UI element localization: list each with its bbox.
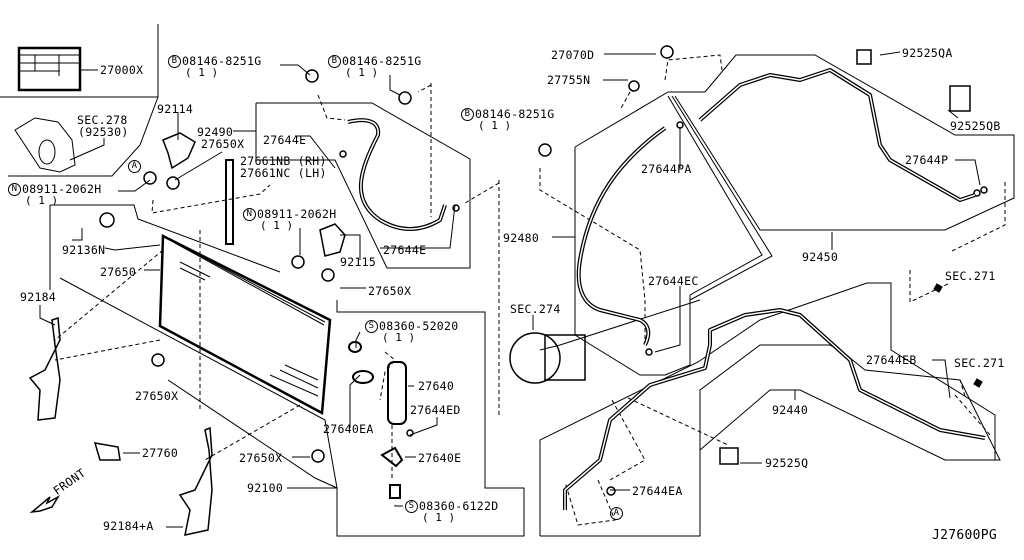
part-label-27640: 27640 (418, 379, 455, 393)
part-label-27644e-2: 27644E (383, 243, 427, 257)
part-number: 08146-8251G (475, 107, 555, 121)
part-number: 08146-8251G (182, 54, 262, 68)
part-receiver-27640 (348, 341, 407, 499)
leader-lines (39, 51, 981, 528)
ref-a-marker: A (128, 160, 142, 173)
section-label-sec271-b: SEC.271 (954, 356, 1005, 370)
part-label-92480: 92480 (503, 231, 540, 245)
part-label-92184: 92184 (20, 290, 57, 304)
bolt-symbol-icon: B (168, 55, 181, 68)
part-label-27644e: 27644E (263, 133, 307, 147)
part-label-27650x: 27650X (201, 137, 245, 151)
section-label-sec271-a: SEC.271 (945, 269, 996, 283)
part-label-27640ea: 27640EA (323, 422, 374, 436)
part-number: 08360-6122D (419, 499, 499, 513)
qty-label: ( 1 ) (25, 194, 59, 207)
qty-label: ( 1 ) (422, 511, 456, 524)
part-label-92525qb: 92525QB (950, 119, 1001, 133)
part-label-27644ea: 27644EA (632, 484, 683, 498)
part-label-27644ec: 27644EC (648, 274, 699, 288)
bolt-symbol-icon: B (328, 55, 341, 68)
part-label-27644ed: 27644ED (410, 403, 461, 417)
part-brackets-92114-92115 (99, 45, 988, 496)
frame-lines (0, 24, 1015, 537)
screw-symbol-icon: S (365, 320, 378, 333)
part-label-27650x-3: 27650X (135, 389, 179, 403)
part-27000x-label-plate (17, 46, 82, 92)
screw-symbol-icon: S (405, 500, 418, 513)
part-label-27650: 27650 (100, 265, 137, 279)
nut-symbol-icon: N (8, 183, 21, 196)
part-label-92450: 92450 (802, 250, 839, 264)
hoses-and-pipes (347, 68, 986, 510)
part-label-27755n: 27755N (547, 73, 591, 87)
part-label-27644p: 27644P (905, 153, 949, 167)
section-label-sec278: SEC.278 (77, 113, 128, 127)
sec271-clips (933, 283, 983, 388)
part-number: 08360-52020 (379, 319, 459, 333)
part-label-27644pa: 27644PA (641, 162, 692, 176)
part-label-92136n: 92136N (62, 243, 106, 257)
qty-label: ( 1 ) (382, 331, 416, 344)
nut-symbol-icon: N (243, 208, 256, 221)
part-label-92440: 92440 (772, 403, 809, 417)
ref-a-symbol-icon: A (128, 160, 141, 173)
part-label-27650x-4: 27650X (239, 451, 283, 465)
part-label-92115: 92115 (340, 255, 377, 269)
front-arrow (29, 495, 61, 514)
part-label-27760: 27760 (142, 446, 179, 460)
qty-label: ( 1 ) (478, 119, 512, 132)
qty-label: ( 1 ) (260, 219, 294, 232)
part-sec278-duct (14, 117, 76, 173)
qty-label: ( 1 ) (345, 66, 379, 79)
part-label-92525q: 92525Q (765, 456, 809, 470)
part-label-27000x: 27000X (100, 63, 144, 77)
part-label-92114: 92114 (157, 102, 194, 116)
ref-a-symbol-icon: A (610, 507, 623, 520)
part-label-92525qa: 92525QA (902, 46, 953, 60)
section-label-sec274: SEC.274 (510, 302, 561, 316)
section-sublabel-92530: (92530) (78, 125, 129, 139)
part-number: 08911-2062H (257, 207, 337, 221)
part-label-27644eb: 27644EB (866, 353, 917, 367)
part-label-27070d: 27070D (551, 48, 595, 62)
part-label-27661nb: 27661NB (RH) (240, 154, 327, 168)
part-condenser-92100 (158, 234, 332, 416)
hoses-inner (347, 69, 986, 510)
part-label-92100: 92100 (247, 481, 284, 495)
ref-a-marker-2: A (610, 507, 624, 520)
part-label-92184a: 92184+A (103, 519, 154, 533)
part-label-92490: 92490 (197, 125, 234, 139)
part-label-27640e: 27640E (418, 451, 462, 465)
part-label-27650x-2: 27650X (368, 284, 412, 298)
part-number: 08146-8251G (342, 54, 422, 68)
part-air-guides-92184 (28, 316, 213, 536)
bolt-symbol-icon: B (461, 108, 474, 121)
diagram-code: J27600PG (932, 528, 998, 543)
part-label-27661nc: 27661NC (LH) (240, 166, 327, 180)
part-number: 08911-2062H (22, 182, 102, 196)
part-seal-27661 (225, 159, 234, 245)
qty-label: ( 1 ) (185, 66, 219, 79)
